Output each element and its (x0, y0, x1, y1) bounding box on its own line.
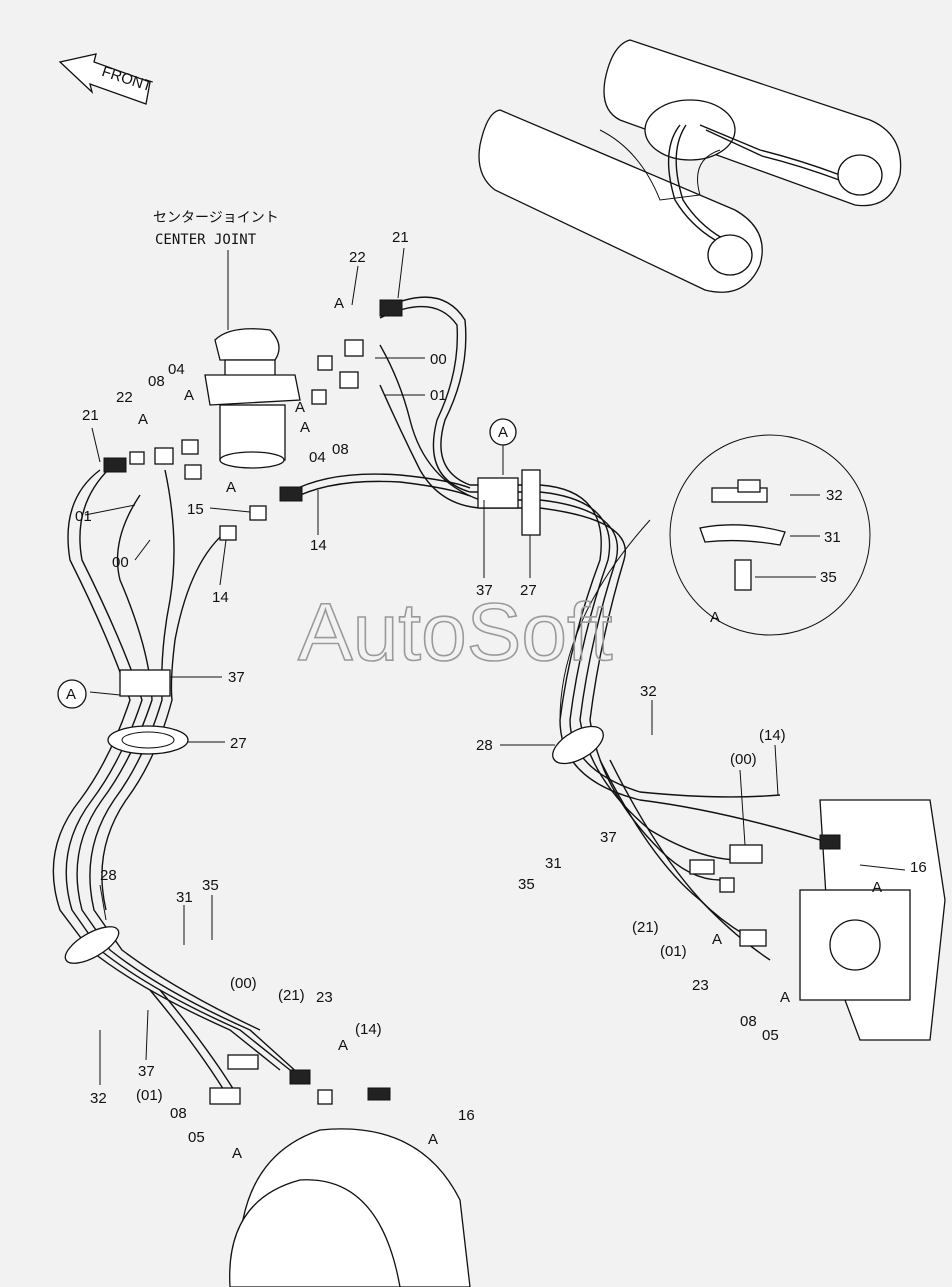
callout-a-upper: A (489, 418, 517, 475)
label-a-3: A (300, 419, 310, 436)
label-22-left: 22 (116, 389, 133, 406)
label-15: 15 (187, 501, 204, 518)
clamp-37-left (119, 669, 171, 697)
fittings (103, 299, 841, 1105)
label-16-lower: 16 (458, 1107, 475, 1124)
label-00-left: 00 (112, 554, 129, 571)
center-joint-label-jp: センタージョイント (153, 210, 279, 226)
label-08-lower: 08 (170, 1105, 187, 1122)
right-travel-motor (799, 799, 946, 1041)
label-r14-left: (14) (355, 1021, 382, 1038)
label-01-top: 01 (430, 387, 447, 404)
callout-a-upper-label: A (498, 424, 508, 441)
center-joint-label-en: CENTER JOINT (155, 232, 257, 248)
clamp-37-upper (477, 477, 519, 509)
label-37-upper: 37 (476, 582, 493, 599)
label-14-left: 14 (212, 589, 229, 606)
detail-label-32: 32 (826, 487, 843, 504)
label-37-left: 37 (228, 669, 245, 686)
label-27-right: 27 (520, 582, 537, 599)
label-05-right: 05 (762, 1027, 779, 1044)
watermark: AutoSoft (298, 587, 613, 678)
left-sprocket (229, 1128, 471, 1287)
label-37-lower: 37 (138, 1063, 155, 1080)
label-r01-right: (01) (660, 943, 687, 960)
label-a-9: A (780, 989, 790, 1006)
label-27-left: 27 (230, 735, 247, 752)
detail-label-a: A (710, 609, 720, 626)
detail-a-circle: 32 31 35 A (669, 434, 871, 636)
grommet-left-27 (107, 725, 189, 755)
label-22-top: 22 (349, 249, 366, 266)
label-14-center: 14 (310, 537, 327, 554)
label-00-top: 00 (430, 351, 447, 368)
grommet-left-28 (64, 926, 120, 964)
label-31-left: 31 (176, 889, 193, 906)
label-04-top: 04 (309, 449, 326, 466)
detail-label-35: 35 (820, 569, 837, 586)
callout-a-left-label: A (66, 686, 76, 703)
center-joint (204, 328, 301, 469)
label-r14-right: (14) (759, 727, 786, 744)
label-a-11: A (232, 1145, 242, 1162)
label-a-6: A (226, 479, 236, 496)
label-r00-right: (00) (730, 751, 757, 768)
undercarriage-overview (478, 39, 902, 293)
label-a-2: A (295, 399, 305, 416)
front-arrow-icon: FRONT (58, 53, 154, 105)
label-31-right: 31 (545, 855, 562, 872)
grommet-right-28 (552, 725, 604, 765)
label-r00-left: (00) (230, 975, 257, 992)
label-28-left: 28 (100, 867, 117, 884)
label-16-right: 16 (910, 859, 927, 876)
label-28-right: 28 (476, 737, 493, 754)
leader-lines (84, 247, 906, 1085)
label-21-top: 21 (392, 229, 409, 246)
label-08-right: 08 (740, 1013, 757, 1030)
label-r21-right: (21) (632, 919, 659, 936)
label-a-5: A (138, 411, 148, 428)
label-a-12: A (428, 1131, 438, 1148)
label-21-left: 21 (82, 407, 99, 424)
label-a-1: A (334, 295, 344, 312)
label-04-left: 04 (168, 361, 185, 378)
label-23-left: 23 (316, 989, 333, 1006)
label-r21-left: (21) (278, 987, 305, 1004)
detail-label-31: 31 (824, 529, 841, 546)
grommet-right-27 (521, 469, 541, 536)
label-08-left: 08 (148, 373, 165, 390)
left-hose-bundle (52, 467, 301, 1101)
label-r01-left: (01) (136, 1087, 163, 1104)
label-32-right: 32 (640, 683, 657, 700)
label-08-top: 08 (332, 441, 349, 458)
label-32-left: 32 (90, 1090, 107, 1107)
label-a-8: A (712, 931, 722, 948)
label-a-4: A (184, 387, 194, 404)
label-05-lower: 05 (188, 1129, 205, 1146)
label-37-right: 37 (600, 829, 617, 846)
label-a-7: A (872, 879, 882, 896)
callout-a-left: A (57, 679, 87, 709)
label-23-right: 23 (692, 977, 709, 994)
label-a-10: A (338, 1037, 348, 1054)
label-35-right: 35 (518, 876, 535, 893)
label-01-left: 01 (75, 508, 92, 525)
label-35-left: 35 (202, 877, 219, 894)
right-hose-bundle (539, 484, 821, 961)
upper-hoses (289, 296, 540, 509)
